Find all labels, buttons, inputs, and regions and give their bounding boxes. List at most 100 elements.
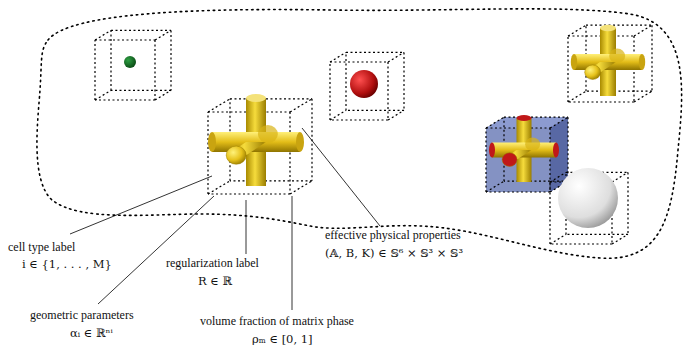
cylinder-cap — [525, 137, 540, 151]
math-expression: i ∈ {1, . . . , M} — [22, 257, 112, 271]
cell-edge — [154, 40, 155, 100]
cell-edge — [330, 61, 388, 62]
cylinder-cap — [517, 115, 532, 121]
cell-edge — [568, 101, 634, 102]
cell-edge — [345, 52, 346, 110]
cell-edge — [330, 110, 346, 120]
annotation-label: cell type label — [8, 240, 75, 254]
leader-line — [292, 196, 293, 310]
cell-edge — [208, 181, 230, 194]
cell-edge — [346, 52, 404, 53]
unit-cell — [568, 25, 652, 102]
cell-edge — [486, 181, 504, 192]
cell-edge — [95, 39, 155, 40]
cylinder-cap — [553, 143, 559, 158]
cell-edge — [111, 30, 171, 31]
leader-lines — [70, 128, 380, 310]
cell-edge — [208, 99, 230, 112]
cylinder-cap — [600, 25, 616, 31]
cell-edge — [330, 52, 346, 62]
unit-cell — [550, 168, 628, 244]
cylinder-cap — [585, 65, 601, 80]
cell-edge — [627, 172, 628, 234]
cell-edge — [612, 234, 628, 244]
leader-line — [70, 176, 212, 234]
math-expression: (𝔸, B, K) ∈ 𝕊⁶ × 𝕊³ × 𝕊³ — [325, 246, 463, 260]
cylinder-cap — [226, 146, 246, 164]
cell-edge — [486, 191, 550, 192]
cell-edge — [486, 117, 504, 128]
unit-cell — [208, 94, 312, 194]
cell-edge — [208, 193, 290, 194]
cell-edge — [485, 128, 486, 192]
matrix-phase — [486, 117, 568, 192]
annotation-label: regularization label — [166, 256, 259, 270]
math-expression: ρₘ ∈ [0, 1] — [252, 332, 313, 346]
cell-edge — [230, 98, 312, 99]
cell-edge — [568, 25, 586, 36]
unit-cell — [486, 115, 568, 192]
cell-edge — [549, 182, 550, 244]
cylinder-cap — [246, 94, 266, 102]
cell-edge — [634, 25, 652, 36]
unit-cell — [95, 30, 171, 100]
cell-edge — [330, 119, 388, 120]
leader-line — [98, 196, 214, 304]
cell-edge — [388, 110, 404, 120]
cell-edge — [170, 30, 171, 90]
cell-edge — [612, 172, 628, 182]
leader-line — [246, 200, 247, 254]
cell-edge — [110, 30, 111, 90]
cell-edge — [207, 112, 208, 194]
cell-edge — [504, 117, 568, 118]
annotation-label: effective physical properties — [325, 228, 461, 242]
cell-edge — [95, 90, 111, 100]
cell-edge — [388, 52, 404, 62]
cell-edge — [504, 181, 568, 182]
cell-edge — [155, 30, 171, 40]
cell-edge — [651, 25, 652, 91]
math-expression: R ∈ ℝ — [198, 274, 232, 288]
cell-edge — [387, 62, 388, 120]
cell-edge — [634, 91, 652, 102]
cylinder-cap — [639, 54, 645, 70]
annotation-label: geometric parameters — [30, 308, 134, 322]
cell-edge — [95, 99, 155, 100]
dataset-region — [37, 9, 682, 258]
inclusion-sphere — [124, 56, 136, 68]
math-expression: αᵢ ∈ ℝⁿⁱ — [70, 326, 113, 340]
cylinder-cap — [489, 143, 495, 158]
inclusion-sphere — [558, 168, 618, 228]
cylinder-cap — [258, 125, 278, 143]
cylinder-cap — [609, 49, 625, 64]
cell-edge — [550, 243, 612, 244]
cylinder-cap — [502, 153, 517, 167]
cell-edge — [95, 30, 111, 40]
cell-edge — [290, 99, 312, 112]
cell-edge — [290, 181, 312, 194]
cell-edge — [586, 91, 652, 92]
cell-edge — [230, 180, 312, 181]
leader-line — [302, 128, 380, 226]
cell-edge — [155, 90, 171, 100]
cylinder-cap — [208, 132, 216, 152]
unit-cell — [330, 52, 404, 120]
cell-edge — [346, 110, 404, 111]
cell-edge — [567, 36, 568, 102]
cell-edge — [568, 91, 586, 102]
cell-edge — [289, 112, 290, 194]
cell-edge — [586, 25, 652, 26]
cell-edge — [567, 117, 568, 181]
cell-edge — [566, 234, 628, 235]
cell-edge — [550, 117, 568, 128]
cylinder-cap — [296, 132, 304, 152]
cell-edge — [403, 52, 404, 110]
cell-edge — [111, 90, 171, 91]
cylinder-cap — [571, 54, 577, 70]
inclusion-sphere — [350, 70, 378, 98]
annotation-label: volume fraction of matrix phase — [200, 314, 354, 328]
cell-edge — [94, 40, 95, 100]
cell-edge — [329, 62, 330, 120]
cell-edge — [550, 234, 566, 244]
